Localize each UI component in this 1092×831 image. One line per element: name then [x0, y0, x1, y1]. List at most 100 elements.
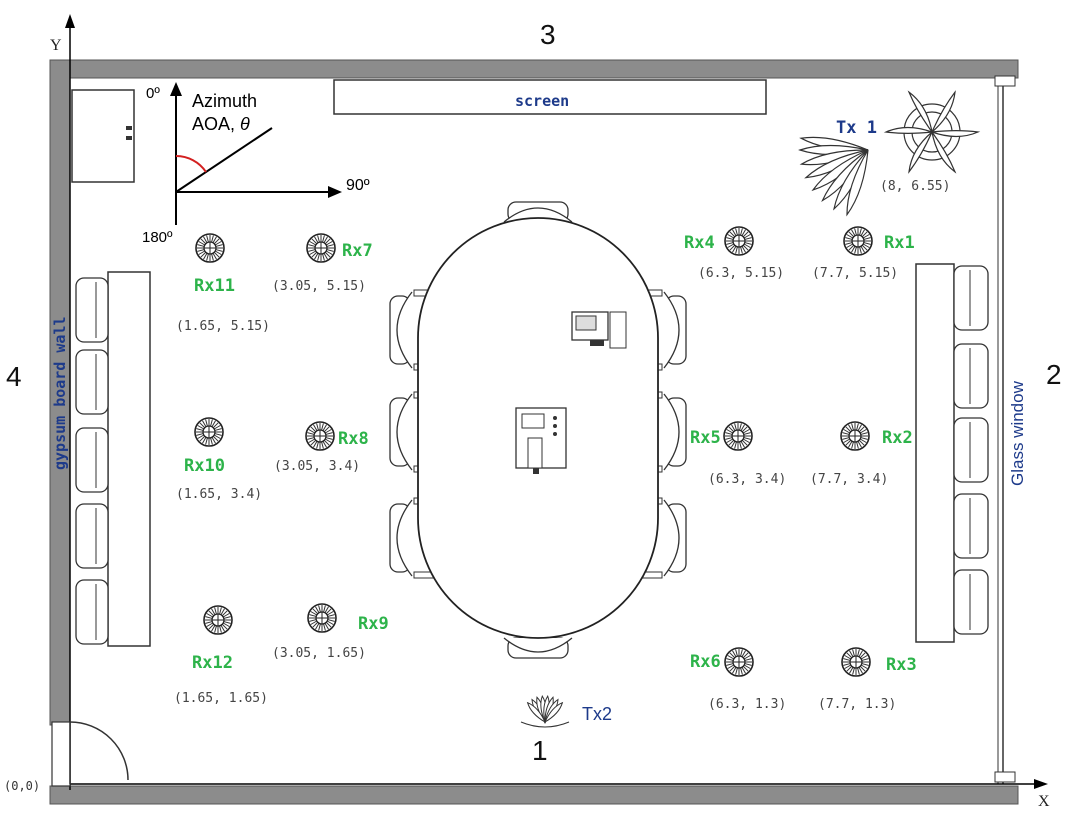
receiver-label: Rx8 [338, 429, 369, 449]
bench-seat [75, 427, 109, 493]
legend-180: 180º [142, 229, 173, 246]
receiver-coord: (3.05, 5.15) [272, 279, 366, 294]
receiver-coord: (1.65, 3.4) [176, 487, 262, 502]
tx1-group: Tx 1 (8, 6.55) [798, 90, 981, 217]
legend-aoa: AOA, θ [192, 114, 250, 134]
receiver-group: Rx9(3.05, 1.65) [272, 603, 389, 661]
x-axis-arrow [1034, 779, 1048, 789]
y-axis-label: Y [50, 37, 62, 54]
receiver-group: Rx5 (6.3, 3.4) [690, 421, 786, 487]
receiver-group: Rx4 (6.3, 5.15) [684, 226, 784, 281]
tx2-label: Tx2 [582, 704, 612, 724]
receiver-coord: (1.65, 5.15) [176, 319, 270, 334]
receiver-icon [724, 226, 754, 256]
chair [637, 289, 687, 371]
bench-seat [953, 265, 989, 331]
receiver-group: Rx1 (7.7, 5.15) [812, 226, 915, 281]
receiver-coord: (3.05, 3.4) [274, 459, 360, 474]
phone-icon [515, 407, 567, 474]
receivers: Rx1 (7.7, 5.15) Rx2 (7.7, 3.4) Rx3 (7.7, 1.3)… [174, 226, 917, 712]
tx1-coord: (8, 6.55) [880, 179, 950, 194]
bench-seat [75, 277, 109, 343]
receiver-group: Rx7 (3.05, 5.15) [272, 233, 373, 294]
receiver-label: Rx10 [184, 456, 225, 476]
receiver-label: Rx6 [690, 652, 721, 672]
receiver-coord: (3.05, 1.65) [272, 646, 366, 661]
receiver-icon [841, 647, 871, 677]
receiver-icon [840, 421, 870, 451]
right-bench [915, 263, 989, 643]
cabinet [71, 89, 135, 183]
receiver-group: Rx6 (6.3, 1.3) [690, 647, 786, 712]
chair [503, 637, 573, 659]
bench-seat [953, 493, 989, 559]
receiver-label: Rx7 [342, 241, 373, 261]
walls [49, 59, 1019, 805]
receiver-group: Rx2 (7.7, 3.4) [810, 421, 913, 487]
bench-seat [75, 503, 109, 569]
receiver-coord: (6.3, 1.3) [708, 697, 786, 712]
receiver-label: Rx1 [884, 233, 915, 253]
receiver-icon [723, 421, 753, 451]
receiver-icon [194, 417, 224, 447]
gypsum-wall-label: gypsum board wall [51, 316, 69, 470]
bench-seat [953, 417, 989, 483]
receiver-group: Rx3 (7.7, 1.3) [818, 647, 917, 712]
receiver-label: Rx2 [882, 428, 913, 448]
receiver-coord: (6.3, 3.4) [708, 472, 786, 487]
projector-icon [571, 311, 627, 349]
receiver-label: Rx3 [886, 655, 917, 675]
receiver-coord: (7.7, 1.3) [818, 697, 896, 712]
legend-zero: 0º [146, 85, 160, 102]
aoa-arc [175, 154, 207, 173]
left-bench [75, 271, 151, 647]
wall-number-top: 3 [540, 19, 556, 50]
receiver-group: Rx10 (1.65, 3.4) [176, 417, 262, 502]
receiver-coord: (7.7, 3.4) [810, 472, 888, 487]
fan-icon [883, 90, 981, 174]
tx2-group: Tx2 [520, 694, 612, 728]
receiver-label: Rx11 [194, 276, 235, 296]
receiver-coord: (6.3, 5.15) [698, 266, 784, 281]
origin-label: (0,0) [4, 779, 40, 793]
receiver-icon [195, 233, 225, 263]
receiver-icon [724, 647, 754, 677]
receiver-icon [306, 233, 336, 263]
wall-number-bottom: 1 [532, 735, 548, 766]
bench-seat [75, 349, 109, 415]
legend-azimuth: Azimuth [192, 91, 257, 111]
top-wall [49, 59, 1019, 79]
y-axis-arrow [65, 14, 75, 28]
receiver-coord: (7.7, 5.15) [812, 266, 898, 281]
bench-seat [75, 579, 109, 645]
receiver-icon [203, 605, 233, 635]
door [51, 721, 129, 787]
receiver-label: Rx5 [690, 428, 721, 448]
receiver-group: Rx12 (1.65, 1.65) [174, 605, 268, 706]
tx2-beam-pattern-icon [520, 694, 570, 728]
receiver-label: Rx4 [684, 233, 715, 253]
wall-number-left: 4 [6, 361, 22, 392]
receiver-group: Rx8 (3.05, 3.4) [274, 421, 369, 474]
legend-theta: θ [240, 114, 250, 134]
screen-label: screen [515, 92, 569, 110]
axes: Y X (0,0) [4, 14, 1050, 810]
bench-seat [953, 343, 989, 409]
wall-number-right: 2 [1046, 359, 1062, 390]
tx1-label: Tx 1 [836, 118, 877, 138]
x-axis-label: X [1038, 793, 1050, 810]
azimuth-legend: 0º Azimuth AOA, θ 90º 180º [142, 82, 370, 246]
conference-table [389, 201, 687, 659]
tx1-beam-pattern-icon [798, 136, 869, 217]
receiver-label: Rx12 [192, 653, 233, 673]
receiver-coord: (1.65, 1.65) [174, 691, 268, 706]
bottom-wall [49, 785, 1019, 805]
glass-window-label: Glass window [1008, 380, 1027, 486]
legend-ninety: 90º [346, 177, 370, 194]
receiver-icon [305, 421, 335, 451]
receiver-icon [307, 603, 337, 633]
receiver-group: Rx11 (1.65, 5.15) [176, 233, 270, 334]
screen-box [333, 79, 767, 115]
